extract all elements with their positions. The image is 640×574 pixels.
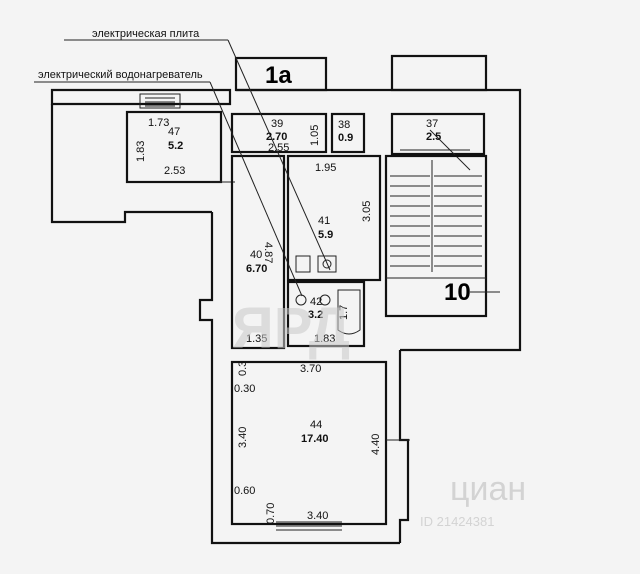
room-38 (330, 112, 366, 154)
room-47 (125, 110, 235, 184)
cian-watermark: циан (450, 470, 526, 508)
room-number: 47 (168, 126, 180, 138)
dimension-label: 1.7 (338, 305, 350, 320)
heater-callout: электрический водонагреватель (38, 69, 203, 81)
bathtub-icon (337, 289, 361, 335)
block-1a-label: 1а (265, 62, 292, 89)
yard-watermark: ЯРД (232, 296, 350, 361)
dimension-label: 3.40 (237, 427, 249, 448)
callout-leaders (34, 39, 331, 297)
room-44 (230, 360, 410, 531)
room-41 (286, 154, 382, 282)
building-walls (50, 88, 522, 545)
room-number: 42 (310, 296, 322, 308)
room-number: 40 (250, 249, 262, 261)
dimension-label: 1.83 (135, 141, 147, 162)
dimension-label: 0.30 (234, 383, 255, 395)
block-10-label: 10 (444, 279, 471, 306)
room-area: 2.70 (266, 131, 287, 143)
dimension-label: 1.35 (246, 333, 267, 345)
water-heater-icon (295, 294, 307, 306)
cian-id-watermark: ID 21424381 (420, 514, 494, 529)
dimension-label: 2.55 (268, 142, 289, 154)
stove-callout: электрическая плита (92, 28, 200, 40)
dimension-label: 1.95 (315, 162, 336, 174)
dimension-label: 3.70 (300, 363, 321, 375)
room-42 (286, 280, 366, 348)
dimension-label: 4.40 (370, 434, 382, 455)
room-40 (230, 154, 286, 350)
dimension-label: 2.53 (164, 165, 185, 177)
dimension-label: 1.05 (309, 125, 321, 146)
dimension-label: 0.70 (265, 503, 277, 524)
dimension-label: 0.60 (234, 485, 255, 497)
room-number: 41 (318, 215, 330, 227)
stove-icon (317, 255, 337, 273)
room-37 (390, 112, 486, 171)
dimension-label: 1.73 (148, 117, 169, 129)
room-number: 44 (310, 419, 322, 431)
room-area: 5.9 (318, 229, 333, 241)
dimension-label: 0.3 (237, 361, 249, 376)
dimension-label: 3.40 (307, 510, 328, 522)
room-area: 6.70 (246, 263, 267, 275)
room-area: 5.2 (168, 140, 183, 152)
room-number: 37 (426, 118, 438, 130)
dimension-label: 1.83 (314, 333, 335, 345)
room-number: 39 (271, 118, 283, 130)
room-area: 3.2 (308, 309, 323, 321)
room-area: 0.9 (338, 132, 353, 144)
stair-steps (390, 175, 482, 267)
upper-blocks (139, 54, 488, 109)
dimension-label: 3.05 (361, 201, 373, 222)
stairwell (384, 154, 500, 318)
dimension-label: 4.87 (262, 242, 274, 263)
room-number: 38 (338, 119, 350, 131)
room-area: 2.5 (426, 131, 441, 143)
sink-icon (319, 294, 331, 306)
room-area: 17.40 (301, 433, 329, 445)
